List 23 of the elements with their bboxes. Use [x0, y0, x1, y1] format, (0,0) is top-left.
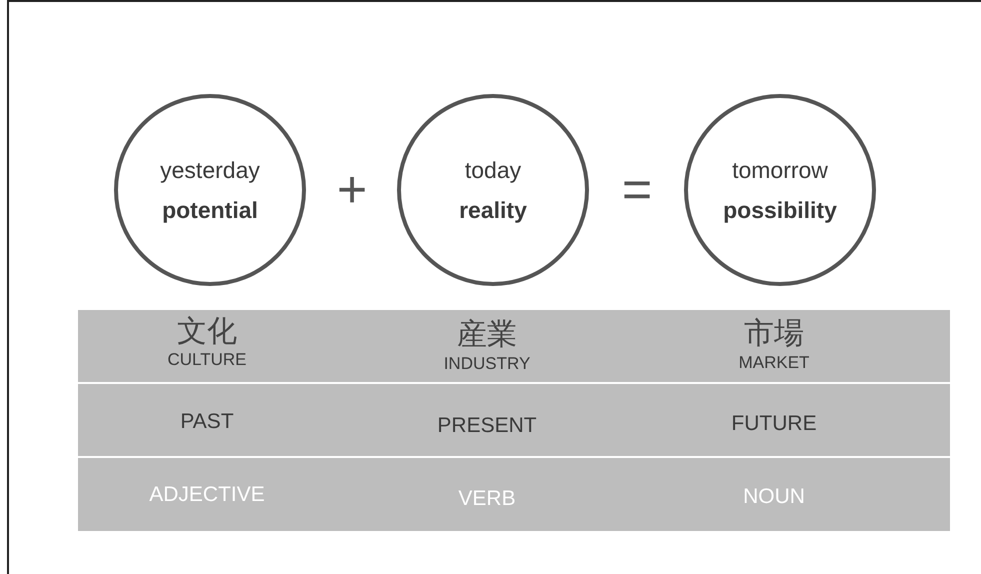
circle-keyword: potential: [162, 196, 258, 225]
row-text: NOUN: [743, 485, 805, 509]
column-heading: INDUSTRY: [444, 355, 530, 373]
row-text: PRESENT: [437, 414, 537, 438]
equals-sign: =: [622, 160, 652, 220]
row-text: FUTURE: [731, 412, 817, 436]
row-text: VERB: [458, 487, 516, 511]
circle-keyword: reality: [459, 196, 527, 225]
circle: [397, 94, 589, 286]
plus-sign: +: [336, 160, 368, 220]
circle: [684, 94, 876, 286]
column-heading: CULTURE: [167, 351, 247, 369]
circle-word: yesterday: [160, 156, 260, 185]
circle-word: tomorrow: [732, 156, 828, 185]
circle-word: today: [464, 156, 522, 185]
kanji-text: 文化: [177, 316, 237, 348]
circle-keyword: possibility: [723, 196, 837, 225]
row-text: ADJECTIVE: [149, 483, 265, 507]
circle: [114, 94, 306, 286]
column-heading: MARKET: [738, 354, 810, 372]
row-text: PAST: [180, 410, 234, 434]
kanji-text: 産業: [457, 319, 517, 351]
kanji-text: 市場: [744, 318, 804, 350]
